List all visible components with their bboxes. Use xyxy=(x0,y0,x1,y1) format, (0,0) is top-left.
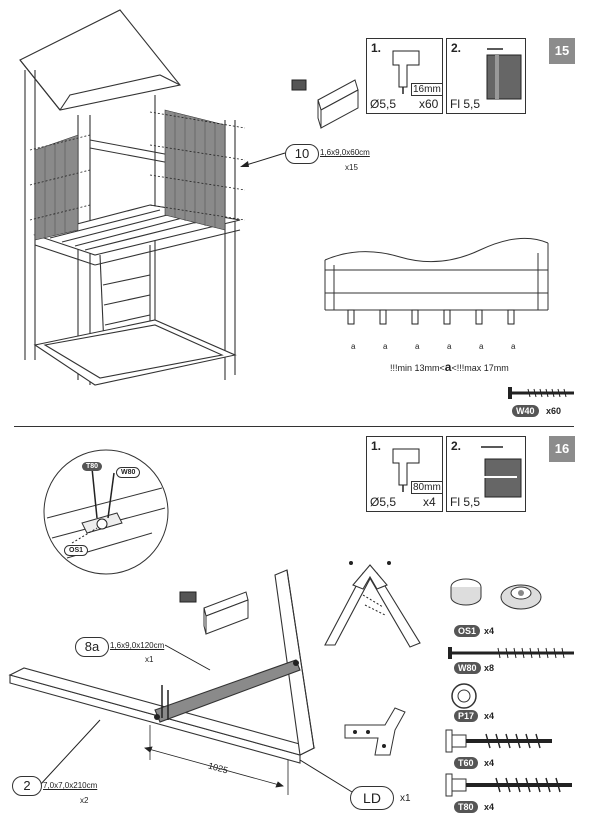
drill-diameter: Ø5,5 xyxy=(370,495,397,509)
drill-count: x60 xyxy=(419,97,439,111)
screw-step-number: 2. xyxy=(451,41,462,55)
part-8a-dimensions: 1,6x9,0x120cm xyxy=(110,641,165,650)
swing-frame-assembly xyxy=(8,569,366,801)
spacing-note-max: <!!!max 17mm xyxy=(451,363,509,373)
part-10-leader-arrow xyxy=(240,152,286,167)
screw-label: Fl 5,5 xyxy=(450,97,481,111)
step-number-badge-15: 15 xyxy=(549,38,575,64)
screw-instruction-box: 2. Fl 5,5 xyxy=(446,38,526,114)
screw-w80-icon xyxy=(448,647,574,659)
screw-into-wood-icon xyxy=(486,48,522,100)
part-10-quantity: x15 xyxy=(345,163,358,172)
part-number-10: 10 xyxy=(285,144,319,164)
spacing-label-a: a xyxy=(511,342,516,351)
drill-icon xyxy=(392,50,420,94)
spacing-tolerance-note: !!!min 13mm<a<!!!max 17mm xyxy=(390,360,509,374)
hardware-tag: T60 xyxy=(454,757,478,769)
drill-icon xyxy=(392,448,420,492)
hardware-qty: x4 xyxy=(484,802,495,812)
joint-detail-magnifier xyxy=(43,449,169,575)
board-icon xyxy=(179,591,249,635)
part-ld-quantity: x1 xyxy=(400,793,411,804)
spacing-label-a: a xyxy=(447,342,452,351)
screw-label: Fl 5,5 xyxy=(450,495,481,509)
screw-w40-tag: W40 xyxy=(512,405,539,417)
screw-w40-qty: x60 xyxy=(546,406,562,416)
part-2-dimensions: 7,0x7,0x210cm xyxy=(43,781,98,790)
washer-icon xyxy=(451,683,477,709)
drill-step-number: 1. xyxy=(371,439,382,453)
board-icon xyxy=(291,79,359,129)
cap-cup-icon xyxy=(500,584,542,610)
lag-screw-t60-icon xyxy=(445,729,552,753)
hardware-tag: OS1 xyxy=(454,625,481,637)
hardware-qty: x8 xyxy=(484,663,495,673)
drill-count: x4 xyxy=(423,495,436,509)
part-number-ld: LD xyxy=(350,786,394,810)
part-2-quantity: x2 xyxy=(80,796,89,805)
ld-bracket-icon xyxy=(344,707,406,756)
spacing-label-a: a xyxy=(479,342,484,351)
drill-instruction-box: 1. 16mm Ø5,5 x60 xyxy=(366,38,443,114)
spacing-label-a: a xyxy=(351,342,356,351)
screw-into-wood-icon xyxy=(479,446,522,498)
spacing-note-variable: a xyxy=(444,360,452,374)
drill-depth: 16mm xyxy=(411,83,443,96)
spacing-note-min: !!!min 13mm< xyxy=(390,363,445,373)
tower-illustration xyxy=(19,9,246,386)
hardware-qty: x4 xyxy=(484,758,495,768)
section-divider xyxy=(14,426,574,427)
drill-depth: 80mm xyxy=(411,481,443,494)
hardware-tag: T80 xyxy=(454,801,478,813)
cap-icon xyxy=(450,578,482,606)
lag-screw-t80-icon xyxy=(445,773,572,797)
a-frame-top-detail xyxy=(324,561,421,648)
screw-instruction-box: 2. Fl 5,5 xyxy=(446,436,526,512)
drill-instruction-box: 1. 80mm Ø5,5 x4 xyxy=(366,436,443,512)
part-number-2: 2 xyxy=(12,776,42,796)
detail-tag-w80: W80 xyxy=(116,467,141,478)
screw-step-number: 2. xyxy=(451,439,462,453)
hardware-qty: x4 xyxy=(484,711,495,721)
part-number-8a: 8a xyxy=(75,637,109,657)
drill-step-number: 1. xyxy=(371,41,382,55)
part-8a-quantity: x1 xyxy=(145,655,154,664)
spacing-label-a: a xyxy=(383,342,388,351)
hardware-tag: P17 xyxy=(454,710,479,722)
detail-tag-os1: OS1 xyxy=(64,545,89,556)
spacing-label-a: a xyxy=(415,342,420,351)
detail-tag-t80: T80 xyxy=(82,462,103,471)
step-number-badge-16: 16 xyxy=(549,436,575,462)
drill-diameter: Ø5,5 xyxy=(370,97,397,111)
panel-spacing-diagram xyxy=(324,237,549,325)
hardware-qty: x4 xyxy=(484,626,495,636)
part-10-dimensions: 1,6x9,0x60cm xyxy=(320,148,370,157)
hardware-tag: W80 xyxy=(454,662,481,674)
screw-w40-icon xyxy=(508,387,574,399)
